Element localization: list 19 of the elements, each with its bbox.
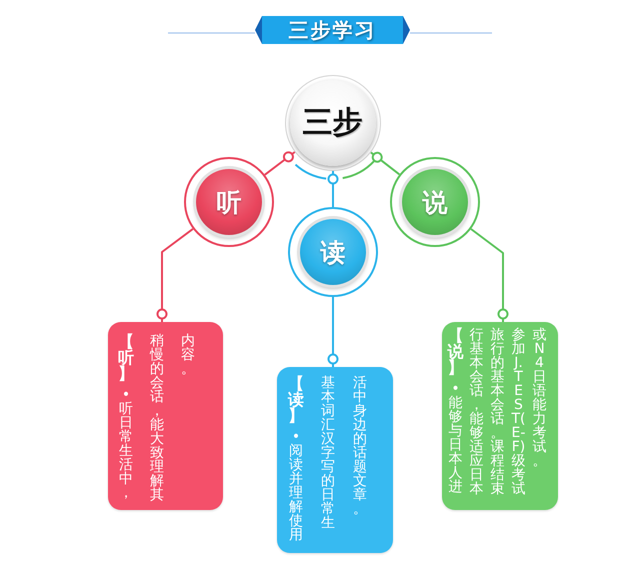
hub-circle <box>285 75 381 171</box>
connector-line <box>470 228 508 322</box>
text-card <box>277 367 393 553</box>
card-text: 【读】•阅读并理解使用基本词汇汉字写的日常生活中身边的话题文章。 <box>287 376 368 544</box>
ring-circle <box>184 157 274 247</box>
title-banner: 三步学习 <box>255 16 410 44</box>
circle-label: 三步 <box>302 108 362 138</box>
connector-line <box>156 228 194 322</box>
connector-line <box>370 152 400 176</box>
circle-label: 说 <box>422 190 448 214</box>
text-card <box>108 322 223 510</box>
connector-line <box>264 151 296 176</box>
ring-circle <box>288 207 378 297</box>
connector-line <box>328 171 338 207</box>
ring-circle <box>390 157 480 247</box>
connector-line <box>328 297 338 367</box>
circle-label: 听 <box>216 190 242 214</box>
text-card <box>442 322 558 510</box>
circle-label: 读 <box>320 240 346 264</box>
